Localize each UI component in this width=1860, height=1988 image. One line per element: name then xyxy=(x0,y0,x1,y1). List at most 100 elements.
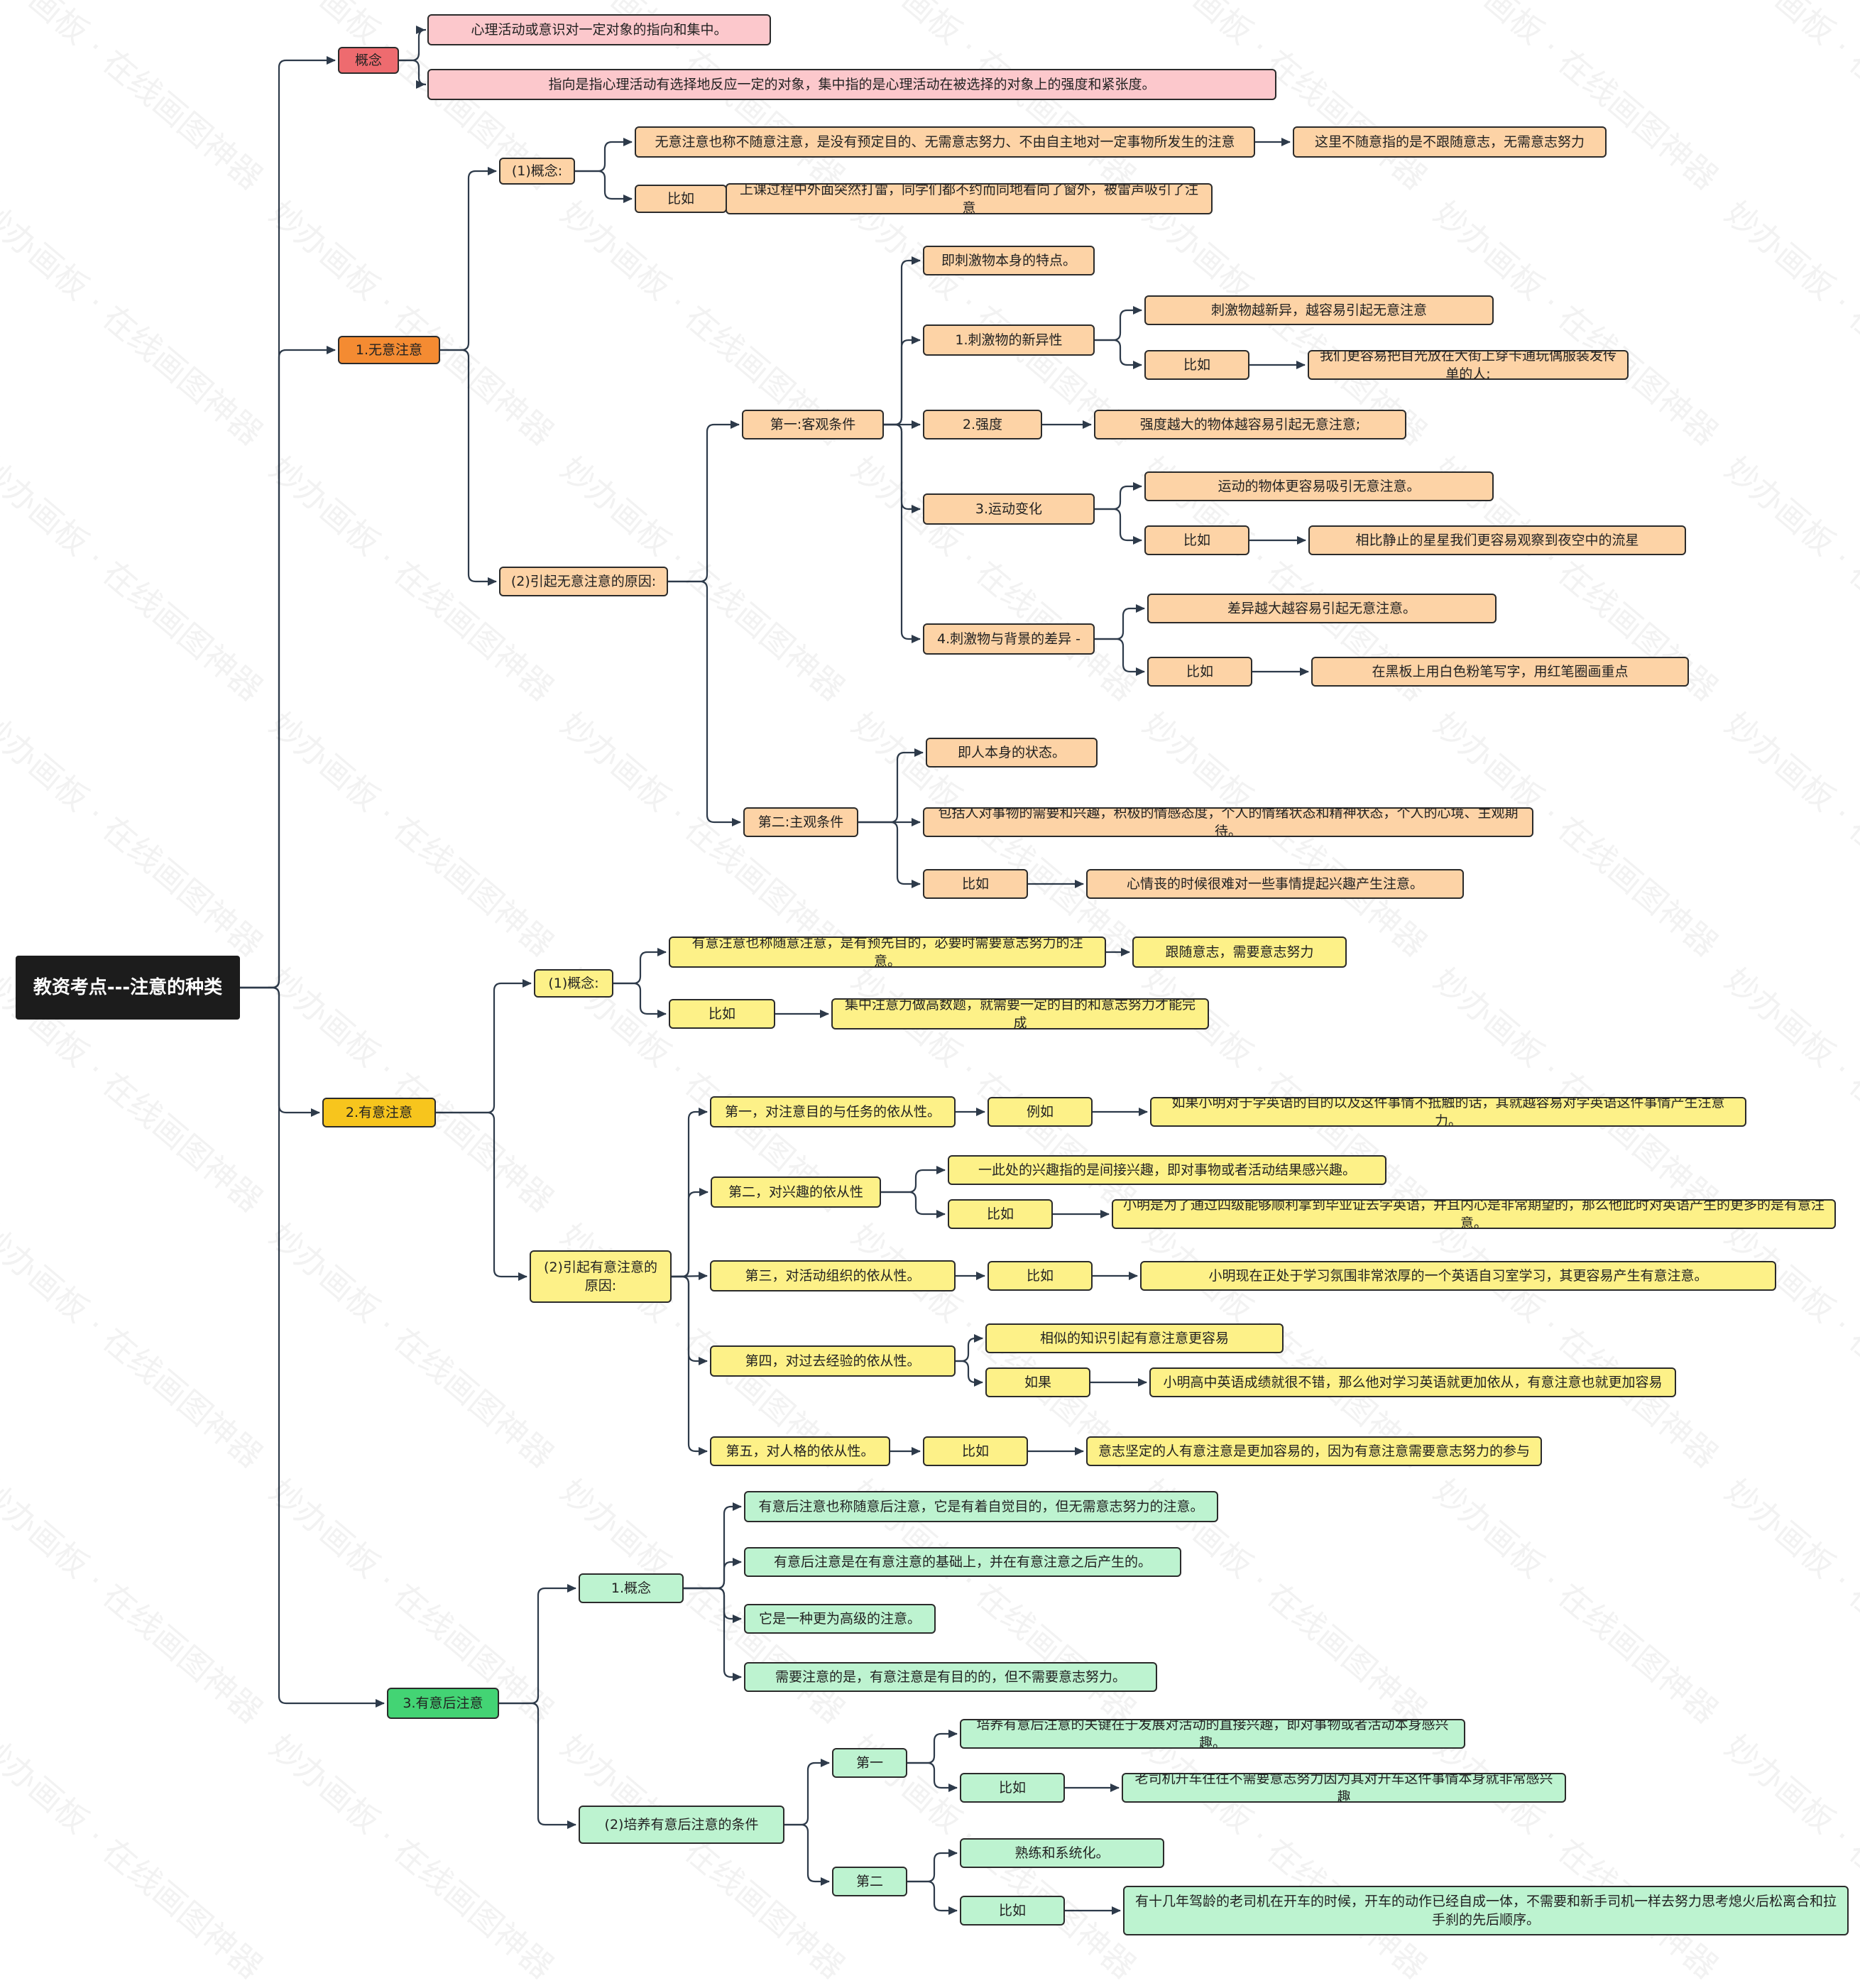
node-vol-c5-eg-label[interactable]: 比如 xyxy=(923,1436,1028,1466)
connector-line xyxy=(240,59,335,989)
node-post-second-desc[interactable]: 熟练和系统化。 xyxy=(960,1838,1164,1868)
node-inv[interactable]: 1.无意注意 xyxy=(338,336,440,364)
node-post-second[interactable]: 第二 xyxy=(832,1867,907,1896)
connector-line xyxy=(240,349,335,989)
node-vol-c3[interactable]: 第三，对活动组织的依从性。 xyxy=(710,1260,956,1291)
node-inv-subj[interactable]: 第二:主观条件 xyxy=(743,807,858,837)
node-inv-subj-desc1[interactable]: 即人本身的状态。 xyxy=(926,738,1098,768)
connector-line xyxy=(907,1880,957,1912)
connector-line xyxy=(613,982,666,1015)
node-inv-motion-eg[interactable]: 相比静止的星星我们更容易观察到夜空中的流星 xyxy=(1308,525,1686,555)
node-post-second-eg[interactable]: 有十几年驾龄的老司机在开车的时候，开车的动作已经自成一体，不需要和新手司机一样去… xyxy=(1123,1886,1849,1935)
node-inv-contrast-desc[interactable]: 差异越大越容易引起无意注意。 xyxy=(1147,594,1497,623)
node-text: 如果 xyxy=(1024,1375,1051,1390)
node-vol-def[interactable]: 有意注意也称随意注意，是有预先目的，必要时需要意志努力的注意。 xyxy=(669,936,1106,968)
node-inv-novel-eg[interactable]: 我们更容易把目光放在大街上穿卡通玩偶服装发传单的人; xyxy=(1308,350,1629,380)
node-text: 小明现在正处于学习氛围非常浓厚的一个英语自习室学习，其更容易产生有意注意。 xyxy=(1208,1268,1708,1284)
node-post-def1[interactable]: 有意后注意也称随意后注意，它是有着自觉目的，但无需意志努力的注意。 xyxy=(744,1491,1218,1522)
node-vol-c2-eg[interactable]: 小明是为了通过四级能够顺利拿到毕业证去学英语，并且内心是非常期望的，那么他此时对… xyxy=(1112,1199,1836,1229)
node-inv-intensity-desc[interactable]: 强度越大的物体越容易引起无意注意; xyxy=(1094,410,1406,439)
node-text: 这里不随意指的是不跟随意志，无需意志努力 xyxy=(1314,134,1585,150)
root-node[interactable]: 教资考点---注意的种类 xyxy=(16,956,240,1020)
node-vol-c2[interactable]: 第二，对兴趣的依从性 xyxy=(711,1176,881,1208)
node-vol-c1-eg[interactable]: 如果小明对于学英语的目的以及这件事情不抵触的话，其就越容易对学英语这件事情产生注… xyxy=(1150,1097,1746,1127)
arrow-head xyxy=(518,1272,527,1281)
node-inv-concept[interactable]: (1)概念: xyxy=(499,158,575,185)
node-text: 1.刺激物的新异性 xyxy=(955,332,1063,348)
node-text: 上课过程中外面突然打雷，同学们都不约而同地看向了窗外，被雷声吸引了注意 xyxy=(739,183,1198,214)
node-vol-def-note[interactable]: 跟随意志，需要意志努力 xyxy=(1132,936,1347,968)
arrow-head xyxy=(912,505,921,513)
node-vol-c4-eg-label[interactable]: 如果 xyxy=(985,1367,1090,1397)
node-vol-c2-desc[interactable]: 一此处的兴趣指的是间接兴趣，即对事物或者活动结果感兴趣。 xyxy=(948,1155,1386,1185)
arrow-head xyxy=(820,1010,829,1018)
node-vol-c4[interactable]: 第四，对过去经验的依从性。 xyxy=(710,1345,956,1377)
node-post-first-desc[interactable]: 培养有意后注意的关键在于发展对活动的直接兴趣，即对事物或者活动本身感兴趣。 xyxy=(960,1719,1465,1749)
node-post-def3[interactable]: 它是一种更为高级的注意。 xyxy=(744,1604,936,1634)
node-inv-obj[interactable]: 第一:客观条件 xyxy=(742,410,884,439)
arrow-head xyxy=(948,1784,958,1792)
node-post-cond[interactable]: (2)培养有意后注意的条件 xyxy=(579,1806,784,1844)
node-vol-c5[interactable]: 第五，对人格的依从性。 xyxy=(710,1436,890,1466)
node-inv-subj-desc2[interactable]: 包括人对事物的需要和兴趣，积极的情感态度，个人的情绪状态和精神状态，个人的心境、… xyxy=(923,807,1533,837)
node-text: 在黑板上用白色粉笔写字，用红笔圈画重点 xyxy=(1372,664,1629,679)
node-vol-c3-eg[interactable]: 小明现在正处于学习氛围非常浓厚的一个英语自习室学习，其更容易产生有意注意。 xyxy=(1140,1261,1776,1291)
node-text: 3.运动变化 xyxy=(975,501,1043,517)
node-inv-causes[interactable]: (2)引起无意注意的原因: xyxy=(499,567,668,596)
node-inv-obj-desc[interactable]: 即刺激物本身的特点。 xyxy=(923,246,1095,275)
node-post-second-eg-label[interactable]: 比如 xyxy=(960,1896,1065,1926)
node-vol-c2-eg-label[interactable]: 比如 xyxy=(948,1199,1053,1229)
node-inv-contrast-eg[interactable]: 在黑板上用白色粉笔写字，用红笔圈画重点 xyxy=(1311,657,1689,687)
node-concept-def1[interactable]: 心理活动或意识对一定对象的指向和集中。 xyxy=(427,14,771,45)
connector-line xyxy=(440,349,496,583)
node-inv-intensity[interactable]: 2.强度 xyxy=(923,410,1042,439)
node-post-concept[interactable]: 1.概念 xyxy=(579,1573,684,1603)
node-inv-novel[interactable]: 1.刺激物的新异性 xyxy=(923,324,1095,356)
node-text: (2)引起有意注意的原因: xyxy=(544,1260,657,1294)
connector-line xyxy=(240,986,384,1705)
node-inv-def[interactable]: 无意注意也称不随意注意，是没有预定目的、无需意志努力、不由自主地对一定事物所发生… xyxy=(635,126,1255,158)
node-text: 我们更容易把目光放在大街上穿卡通玩偶服装发传单的人; xyxy=(1319,350,1616,380)
node-vol-c4-eg[interactable]: 小明高中英语成绩就很不错，那么他对学习英语就更加依从，有意注意也就更加容易 xyxy=(1149,1367,1676,1397)
node-inv-contrast[interactable]: 4.刺激物与背景的差异 - xyxy=(923,623,1095,655)
node-inv-motion[interactable]: 3.运动变化 xyxy=(923,493,1095,525)
node-post-first-eg[interactable]: 老司机开车往往不需要意志努力因为其对开车这件事情本身就非常感兴趣 xyxy=(1122,1773,1566,1803)
node-text: 强度越大的物体越容易引起无意注意; xyxy=(1139,417,1361,432)
node-vol-causes[interactable]: (2)引起有意注意的原因: xyxy=(530,1250,672,1303)
node-vol-c1[interactable]: 第一，对注意目的与任务的依从性。 xyxy=(710,1096,956,1127)
node-text: 比如 xyxy=(1026,1268,1054,1284)
node-vol-c1-eg-label[interactable]: 例如 xyxy=(988,1097,1093,1127)
node-vol[interactable]: 2.有意注意 xyxy=(322,1098,436,1127)
node-vol-eg[interactable]: 集中注意力做高数题，就需要一定的目的和意志努力才能完成 xyxy=(831,998,1209,1030)
node-vol-eg-label[interactable]: 比如 xyxy=(669,999,775,1029)
arrow-head xyxy=(1300,667,1309,676)
node-vol-c3-eg-label[interactable]: 比如 xyxy=(988,1261,1093,1291)
node-inv-novel-eg-label[interactable]: 比如 xyxy=(1144,350,1249,380)
node-text: 如果小明对于学英语的目的以及这件事情不抵触的话，其就越容易对学英语这件事情产生注… xyxy=(1171,1097,1725,1127)
connector-line xyxy=(668,580,740,824)
node-inv-subj-eg-label[interactable]: 比如 xyxy=(923,869,1028,899)
connector-line xyxy=(672,1191,708,1278)
node-inv-eg[interactable]: 上课过程中外面突然打雷，同学们都不约而同地看向了窗外，被雷声吸引了注意 xyxy=(726,183,1213,214)
node-inv-novel-desc[interactable]: 刺激物越新异，越容易引起无意注意 xyxy=(1144,295,1494,325)
node-inv-motion-desc[interactable]: 运动的物体更容易吸引无意注意。 xyxy=(1144,471,1494,501)
node-inv-eg-label[interactable]: 比如 xyxy=(635,185,727,213)
node-text: (2)培养有意后注意的条件 xyxy=(604,1817,759,1833)
node-post-def4[interactable]: 需要注意的是，有意注意是有目的的，但不需要意志努力。 xyxy=(744,1662,1157,1692)
node-concept[interactable]: 概念 xyxy=(338,47,399,74)
arrow-head xyxy=(523,979,532,988)
node-post-first-eg-label[interactable]: 比如 xyxy=(960,1773,1065,1803)
node-text: 第五，对人格的依从性。 xyxy=(726,1443,875,1459)
node-inv-contrast-eg-label[interactable]: 比如 xyxy=(1147,657,1252,687)
node-inv-motion-eg-label[interactable]: 比如 xyxy=(1144,525,1249,555)
node-inv-subj-eg[interactable]: 心情丧的时候很难对一些事情提起兴趣产生注意。 xyxy=(1086,869,1464,899)
node-inv-def-note[interactable]: 这里不随意指的是不跟随意志，无需意志努力 xyxy=(1293,126,1607,158)
node-vol-concept[interactable]: (1)概念: xyxy=(534,969,613,998)
node-vol-c4-desc[interactable]: 相似的知识引起有意注意更容易 xyxy=(985,1323,1284,1353)
node-vol-c5-eg[interactable]: 意志坚定的人有意注意是更加容易的，因为有意注意需要意志努力的参与 xyxy=(1086,1436,1542,1466)
node-concept-def2[interactable]: 指向是指心理活动有选择地反应一定的对象，集中指的是心理活动在被选择的对象上的强度… xyxy=(427,69,1276,100)
node-post[interactable]: 3.有意后注意 xyxy=(387,1688,499,1719)
node-post-def2[interactable]: 有意后注意是在有意注意的基础上，并在有意注意之后产生的。 xyxy=(744,1547,1181,1577)
node-text: 2.强度 xyxy=(962,417,1003,432)
node-post-first[interactable]: 第一 xyxy=(832,1748,907,1778)
